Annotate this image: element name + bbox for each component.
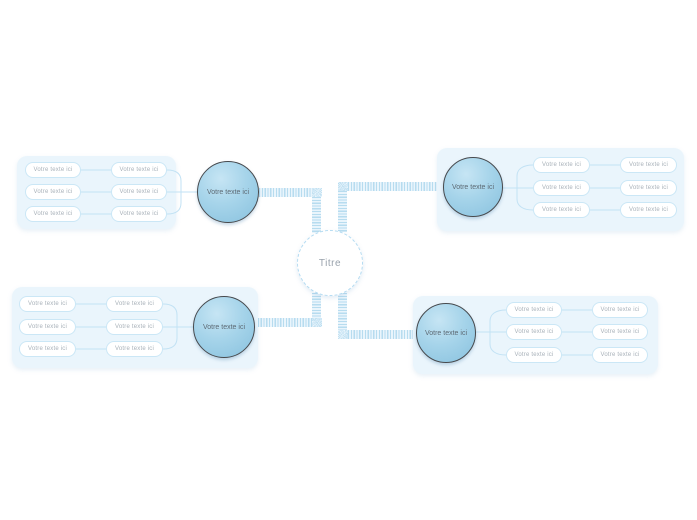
connector-band-top-left-horizontal	[259, 188, 312, 197]
subtopic-pill[interactable]: Votre texte ici	[25, 162, 81, 178]
subtopic-label: Votre texte ici	[541, 185, 582, 191]
subtopic-pill[interactable]: Votre texte ici	[506, 347, 562, 363]
connector-band-top-left-vertical	[312, 197, 321, 233]
subtopic-pill[interactable]: Votre texte ici	[533, 202, 590, 218]
subtopic-pill[interactable]: Votre texte ici	[506, 324, 562, 340]
subtopic-pill[interactable]: Votre texte ici	[592, 324, 648, 340]
subtopic-pill[interactable]: Votre texte ici	[592, 302, 648, 318]
subtopic-label: Votre texte ici	[514, 329, 554, 335]
subtopic-pill[interactable]: Votre texte ici	[620, 180, 677, 196]
subtopic-pill[interactable]: Votre texte ici	[19, 319, 76, 335]
connector-band-bottom-right-horizontal	[348, 330, 416, 339]
subtopic-label: Votre texte ici	[628, 162, 669, 168]
subtopic-pill[interactable]: Votre texte ici	[25, 184, 81, 200]
subtopic-label: Votre texte ici	[119, 167, 159, 173]
connector-elbow-bottom-right	[338, 330, 348, 339]
subtopic-label: Votre texte ici	[541, 207, 582, 213]
connector-elbow-bottom-left	[312, 318, 322, 327]
subtopic-label: Votre texte ici	[27, 324, 68, 330]
subtopic-label: Votre texte ici	[600, 329, 640, 335]
central-topic-node[interactable]: Titre	[297, 230, 363, 296]
subtopic-label: Votre texte ici	[33, 167, 73, 173]
connector-band-bottom-right-vertical	[338, 293, 347, 330]
connector-elbow-top-left	[312, 188, 322, 197]
branch-node-label: Votre texte ici	[206, 188, 250, 196]
branch-node-label: Votre texte ici	[202, 323, 246, 331]
subtopic-pill[interactable]: Votre texte ici	[533, 180, 590, 196]
subtopic-pill[interactable]: Votre texte ici	[111, 206, 167, 222]
central-topic-label: Titre	[318, 257, 342, 269]
subtopic-label: Votre texte ici	[628, 185, 669, 191]
branch-node-bottom-right[interactable]: Votre texte ici	[416, 303, 476, 363]
connector-band-bottom-left-horizontal	[255, 318, 312, 327]
branch-node-top-right[interactable]: Votre texte ici	[443, 157, 503, 217]
subtopic-label: Votre texte ici	[33, 189, 73, 195]
subtopic-pill[interactable]: Votre texte ici	[106, 341, 163, 357]
subtopic-label: Votre texte ici	[541, 162, 582, 168]
subtopic-label: Votre texte ici	[27, 346, 68, 352]
subtopic-pill[interactable]: Votre texte ici	[19, 341, 76, 357]
subtopic-pill[interactable]: Votre texte ici	[106, 319, 163, 335]
subtopic-label: Votre texte ici	[119, 211, 159, 217]
connector-band-bottom-left-vertical	[312, 293, 321, 318]
subtopic-pill[interactable]: Votre texte ici	[111, 184, 167, 200]
branch-node-label: Votre texte ici	[451, 183, 495, 191]
subtopic-label: Votre texte ici	[119, 189, 159, 195]
connector-band-top-right-vertical	[338, 191, 347, 232]
subtopic-label: Votre texte ici	[514, 352, 554, 358]
branch-node-label: Votre texte ici	[424, 329, 468, 337]
connector-band-top-right-horizontal	[348, 182, 443, 191]
subtopic-pill[interactable]: Votre texte ici	[533, 157, 590, 173]
subtopic-pill[interactable]: Votre texte ici	[106, 296, 163, 312]
subtopic-label: Votre texte ici	[27, 301, 68, 307]
subtopic-pill[interactable]: Votre texte ici	[506, 302, 562, 318]
subtopic-pill[interactable]: Votre texte ici	[620, 202, 677, 218]
subtopic-label: Votre texte ici	[514, 307, 554, 313]
subtopic-pill[interactable]: Votre texte ici	[111, 162, 167, 178]
subtopic-pill[interactable]: Votre texte ici	[620, 157, 677, 173]
subtopic-pill[interactable]: Votre texte ici	[592, 347, 648, 363]
connector-elbow-top-right	[338, 182, 348, 191]
subtopic-pill[interactable]: Votre texte ici	[25, 206, 81, 222]
subtopic-label: Votre texte ici	[33, 211, 73, 217]
subtopic-label: Votre texte ici	[628, 207, 669, 213]
subtopic-pill[interactable]: Votre texte ici	[19, 296, 76, 312]
branch-node-bottom-left[interactable]: Votre texte ici	[193, 296, 255, 358]
subtopic-label: Votre texte ici	[600, 307, 640, 313]
subtopic-label: Votre texte ici	[114, 324, 155, 330]
branch-node-top-left[interactable]: Votre texte ici	[197, 161, 259, 223]
subtopic-label: Votre texte ici	[114, 346, 155, 352]
subtopic-label: Votre texte ici	[114, 301, 155, 307]
subtopic-label: Votre texte ici	[600, 352, 640, 358]
